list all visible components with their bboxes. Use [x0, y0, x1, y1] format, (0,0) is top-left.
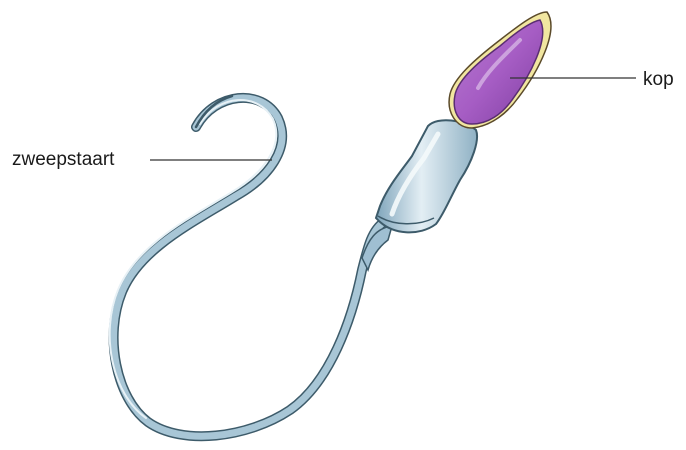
tail-label: zweepstaart: [12, 150, 114, 169]
neck-segment: [362, 226, 392, 270]
head: [449, 12, 551, 128]
tail-flagellum: [110, 96, 384, 436]
head-label: kop: [643, 70, 674, 89]
midpiece-body: [376, 120, 477, 232]
